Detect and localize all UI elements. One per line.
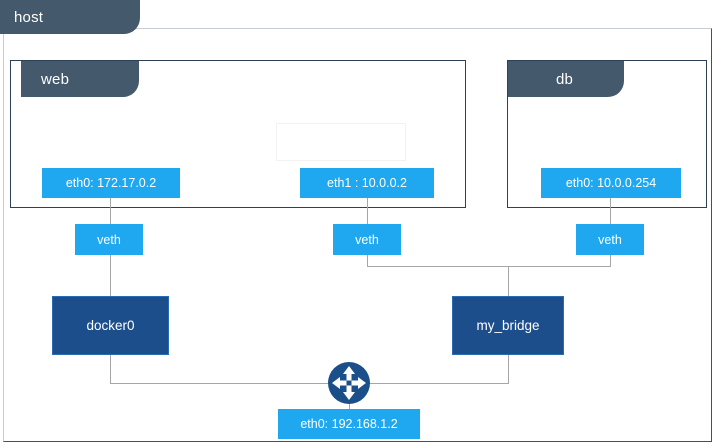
link-my-bridge-to-router-bus: [508, 355, 509, 384]
link-bus-to-my-bridge: [508, 266, 509, 308]
veth-left[interactable]: veth: [75, 224, 143, 255]
host-label-tab: host: [0, 0, 140, 34]
bottom-bus-line: [110, 383, 508, 384]
veth-right[interactable]: veth: [576, 224, 644, 255]
bus-line-my-bridge: [367, 266, 611, 267]
interface-db-eth0[interactable]: eth0: 10.0.0.254: [541, 168, 681, 198]
bridge-docker0[interactable]: docker0: [52, 296, 169, 355]
container-db-label-text: db: [556, 70, 574, 88]
bridge-docker0-text: docker0: [86, 318, 135, 333]
container-web-label-tab: web: [21, 61, 139, 97]
veth-middle-text: veth: [355, 232, 379, 247]
interface-db-eth0-text: eth0: 10.0.0.254: [565, 176, 657, 190]
bridge-my-bridge-text: my_bridge: [476, 318, 540, 333]
empty-placeholder-rect: [276, 123, 406, 161]
router-arrows-icon[interactable]: [327, 361, 371, 405]
bridge-my-bridge[interactable]: my_bridge: [452, 296, 564, 355]
interface-web-eth0-text: eth0: 172.17.0.2: [65, 176, 157, 190]
veth-middle[interactable]: veth: [333, 224, 401, 255]
interface-web-eth1-text: eth1 : 10.0.0.2: [327, 176, 407, 190]
veth-left-text: veth: [97, 232, 121, 247]
interface-host-eth0[interactable]: eth0: 192.168.1.2: [278, 409, 420, 439]
link-docker0-to-router-bus: [110, 355, 111, 384]
interface-web-eth0[interactable]: eth0: 172.17.0.2: [42, 168, 180, 198]
container-web-label-text: web: [41, 70, 70, 88]
interface-host-eth0-text: eth0: 192.168.1.2: [300, 417, 398, 431]
interface-web-eth1[interactable]: eth1 : 10.0.0.2: [300, 168, 434, 198]
host-label-text: host: [14, 8, 44, 26]
container-db-label-tab: db: [508, 61, 624, 97]
veth-right-text: veth: [598, 232, 622, 247]
